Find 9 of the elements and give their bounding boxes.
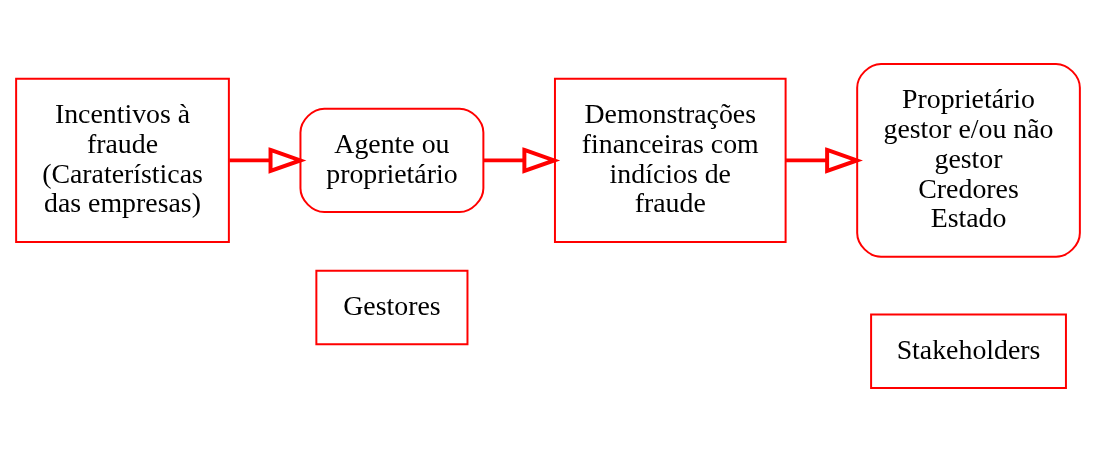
arrow [229, 147, 307, 174]
arrow [483, 147, 561, 174]
node-box: Demonstrações financeiras com indícios de fraude [553, 77, 787, 243]
node-box: Proprietário gestor e/ou não gestor Credores Estado [856, 62, 1081, 258]
node-box: Agente ou proprietário [299, 107, 485, 214]
node-box: Gestores [315, 269, 469, 346]
arrow [786, 147, 863, 174]
node-box: Stakeholders [870, 313, 1067, 390]
node-box: Incentivos à fraude (Caraterísticas das empresas) [15, 77, 230, 243]
